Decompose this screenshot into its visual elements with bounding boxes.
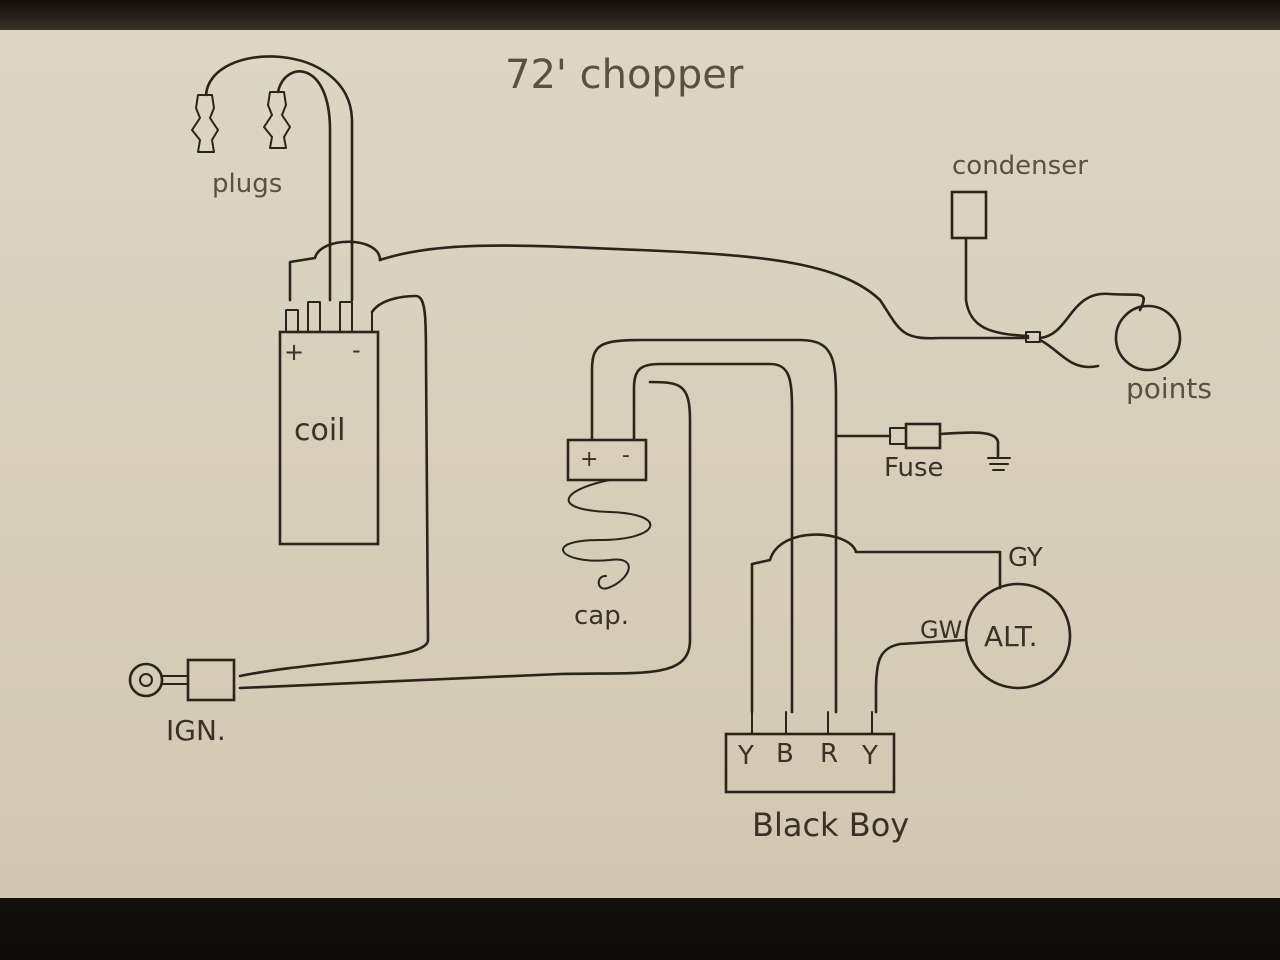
diagram-title: 72' chopper <box>505 52 744 98</box>
paper-sheet <box>0 30 1280 898</box>
cap-minus-label: - <box>622 443 630 468</box>
black-box-body <box>724 732 896 794</box>
cap-plus-label: + <box>580 447 598 472</box>
coil-top-wire <box>288 240 382 302</box>
fuse-left-cap <box>889 427 907 445</box>
condenser-body <box>950 190 988 240</box>
spark-plug-right <box>263 91 291 149</box>
fuse-to-ground <box>938 431 1000 458</box>
ign-stem <box>161 675 189 685</box>
plugs-label: plugs <box>212 169 282 199</box>
coil-to-points-wire <box>378 244 1030 340</box>
black-box-terminal-2: B <box>776 739 794 769</box>
points-lead <box>1038 292 1145 369</box>
condenser-lead <box>964 236 1030 338</box>
points-body <box>1114 304 1182 372</box>
alternator-body <box>964 582 1072 690</box>
coil-body <box>278 330 380 546</box>
alternator-label: ALT. <box>984 620 1038 653</box>
alt-wire-gy-label: GY <box>1008 543 1043 573</box>
cap-to-ign-wire <box>238 380 692 690</box>
ign-ring <box>128 662 164 698</box>
background-bottom-shadow <box>0 898 1280 960</box>
ign-connector <box>186 658 236 702</box>
fuse-body <box>904 422 942 450</box>
black-box-terminal-4: Y <box>861 741 878 771</box>
coil-plus-label: + <box>284 338 304 366</box>
spark-plug-left <box>191 94 219 153</box>
plug-lead-right <box>276 70 332 302</box>
coil-label: coil <box>294 413 346 448</box>
points-label: points <box>1126 372 1212 405</box>
black-box-pins <box>751 711 873 735</box>
alt-gy-wire <box>750 533 1002 714</box>
ground-symbol <box>987 457 1011 471</box>
black-box-label: Black Boy <box>752 806 909 844</box>
ign-ring-inner <box>139 673 153 687</box>
background-top-shadow <box>0 0 1280 30</box>
coil-terminal-3 <box>339 301 353 333</box>
cap-label: cap. <box>574 601 629 631</box>
alt-wire-gw-label: GW <box>920 616 962 644</box>
coil-to-ign-wire <box>238 294 430 678</box>
condenser-label: condenser <box>952 151 1088 181</box>
coil-minus-label: - <box>352 336 361 364</box>
cap-coil-spring <box>562 479 652 590</box>
plug-lead-left <box>204 55 354 302</box>
coil-terminal-2 <box>307 301 321 333</box>
alt-gw-wire <box>874 638 968 714</box>
cap-plus-wire <box>590 338 838 714</box>
coil-terminal-1 <box>285 309 299 333</box>
black-box-terminal-1: Y <box>737 741 754 771</box>
cap-minus-wire <box>632 362 794 714</box>
black-box-terminal-3: R <box>820 739 838 769</box>
ign-label: IGN. <box>166 714 226 747</box>
fuse-label: Fuse <box>884 453 944 483</box>
